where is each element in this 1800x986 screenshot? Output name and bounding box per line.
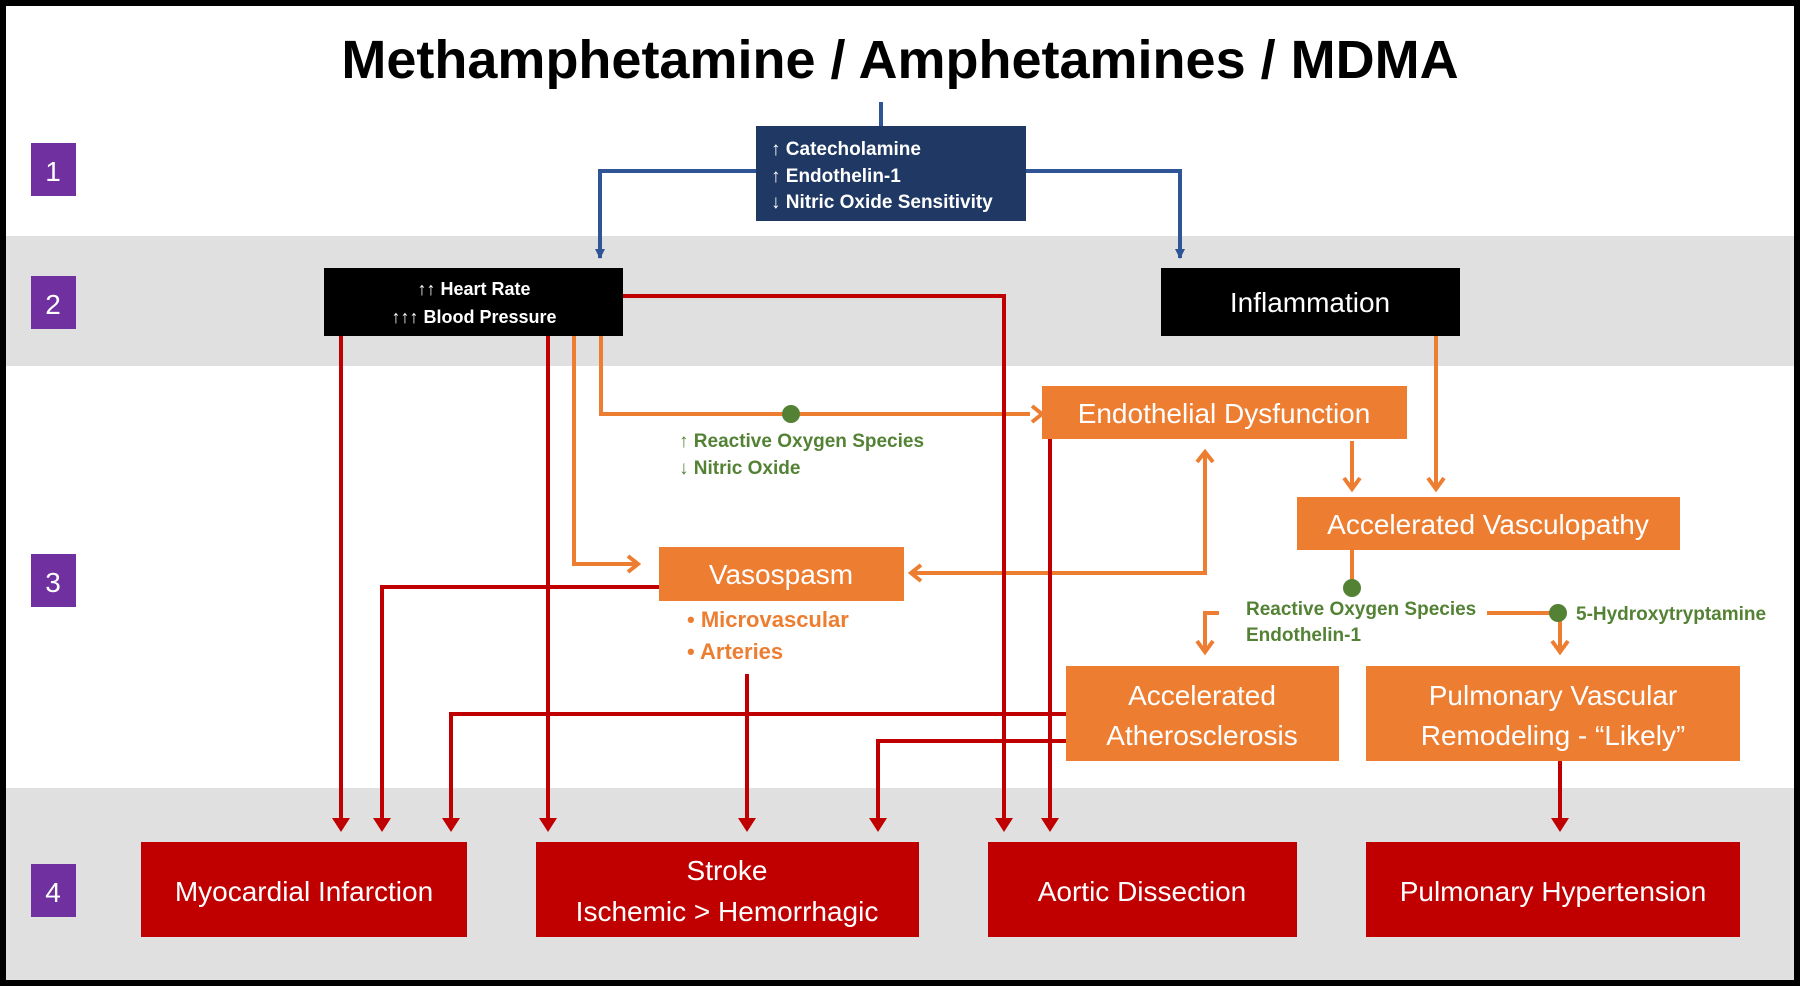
arrow-endothelial-vasospasm xyxy=(913,454,1207,575)
level-badge: 3 xyxy=(31,554,76,607)
heart-rate-bp-box: ↑↑ Heart Rate ↑↑↑ Blood Pressure xyxy=(324,268,623,336)
stroke-box: Stroke Ischemic > Hemorrhagic xyxy=(536,842,919,937)
svg-text:↓ Nitric Oxide Sensitivity: ↓ Nitric Oxide Sensitivity xyxy=(771,192,993,213)
svg-text:↑↑ Heart Rate: ↑↑ Heart Rate xyxy=(417,279,530,299)
svg-text:↑ Endothelin-1: ↑ Endothelin-1 xyxy=(771,166,901,187)
accelerated-vasculopathy-box: Accelerated Vasculopathy xyxy=(1297,497,1680,550)
svg-text:Aortic Dissection: Aortic Dissection xyxy=(1038,876,1247,907)
red-arrowheads xyxy=(332,818,1569,832)
svg-text:↑ Catecholamine: ↑ Catecholamine xyxy=(771,139,921,160)
svg-text:↑ Reactive Oxygen Species: ↑ Reactive Oxygen Species xyxy=(679,431,924,452)
svg-text:4: 4 xyxy=(45,877,61,908)
svg-text:Reactive Oxygen Species: Reactive Oxygen Species xyxy=(1246,599,1476,620)
svg-text:Endothelin-1: Endothelin-1 xyxy=(1246,625,1361,646)
endothelial-dysfunction-box: Endothelial Dysfunction xyxy=(1042,386,1407,439)
svg-text:Accelerated Vasculopathy: Accelerated Vasculopathy xyxy=(1327,509,1649,540)
level-badge: 1 xyxy=(31,143,76,196)
arrow-hr-to-endothelial xyxy=(599,335,1030,416)
myocardial-infarction-box: Myocardial Infarction xyxy=(141,842,467,937)
arrow-atherosclerosis-to-mi xyxy=(449,712,1066,828)
svg-text:• Microvascular: • Microvascular xyxy=(687,607,849,632)
vasospasm-box: Vasospasm xyxy=(659,547,904,601)
arrow-hr-to-aortic xyxy=(623,294,1006,828)
ros-endothelin-note: Reactive Oxygen Species Endothelin-1 xyxy=(1246,599,1476,646)
ros-nitric-oxide-note: ↑ Reactive Oxygen Species ↓ Nitric Oxide xyxy=(679,431,924,479)
serotonin-node xyxy=(1549,604,1567,622)
svg-text:1: 1 xyxy=(45,156,61,187)
diagram-title: Methamphetamine / Amphetamines / MDMA xyxy=(341,30,1458,90)
catecholamine-box: ↑ Catecholamine ↑ Endothelin-1 ↓ Nitric … xyxy=(756,126,1026,221)
svg-text:Pulmonary Vascular: Pulmonary Vascular xyxy=(1429,680,1677,711)
serotonin-note: 5-Hydroxytryptamine xyxy=(1576,604,1766,625)
svg-text:Myocardial Infarction: Myocardial Infarction xyxy=(175,876,433,907)
svg-text:Accelerated: Accelerated xyxy=(1128,680,1276,711)
svg-text:Pulmonary Hypertension: Pulmonary Hypertension xyxy=(1400,876,1707,907)
level-badge: 4 xyxy=(31,864,76,917)
blue-connectors xyxy=(595,102,1185,259)
svg-text:↑↑↑ Blood Pressure: ↑↑↑ Blood Pressure xyxy=(391,307,556,327)
arrow-to-inflammation xyxy=(1025,169,1185,259)
arrow-vasospasm-to-mi xyxy=(380,585,659,828)
arrow-hr-to-vasospasm xyxy=(572,335,637,566)
pulmonary-remodeling-box: Pulmonary Vascular Remodeling - “Likely” xyxy=(1366,666,1740,761)
vasculopathy-node xyxy=(1343,579,1361,597)
svg-text:2: 2 xyxy=(45,289,61,320)
orange-connectors xyxy=(572,335,1570,656)
band-level-2 xyxy=(6,236,1794,366)
inflammation-box: Inflammation xyxy=(1161,268,1460,336)
svg-text:Inflammation: Inflammation xyxy=(1230,287,1390,318)
svg-text:Endothelial Dysfunction: Endothelial Dysfunction xyxy=(1078,398,1371,429)
arrow-to-pulmonary-remodeling xyxy=(1487,611,1562,650)
svg-text:Ischemic > Hemorrhagic: Ischemic > Hemorrhagic xyxy=(576,896,879,927)
svg-text:Atherosclerosis: Atherosclerosis xyxy=(1106,720,1297,751)
svg-text:Stroke: Stroke xyxy=(687,855,768,886)
svg-text:Vasospasm: Vasospasm xyxy=(709,559,853,590)
svg-text:↓ Nitric Oxide: ↓ Nitric Oxide xyxy=(679,458,800,479)
svg-text:• Arteries: • Arteries xyxy=(687,639,783,664)
vasospasm-sites-note: • Microvascular • Arteries xyxy=(687,607,849,664)
level-badge: 2 xyxy=(31,276,76,329)
aortic-dissection-box: Aortic Dissection xyxy=(988,842,1297,937)
svg-text:Remodeling - “Likely”: Remodeling - “Likely” xyxy=(1421,720,1686,751)
pulmonary-hypertension-box: Pulmonary Hypertension xyxy=(1366,842,1740,937)
ros-node xyxy=(782,405,800,423)
arrow-to-heart-rate xyxy=(595,169,756,259)
arrow-to-atherosclerosis xyxy=(1203,611,1219,650)
accelerated-atherosclerosis-box: Accelerated Atherosclerosis xyxy=(1066,666,1339,761)
red-connectors xyxy=(339,294,1562,828)
svg-text:3: 3 xyxy=(45,567,61,598)
